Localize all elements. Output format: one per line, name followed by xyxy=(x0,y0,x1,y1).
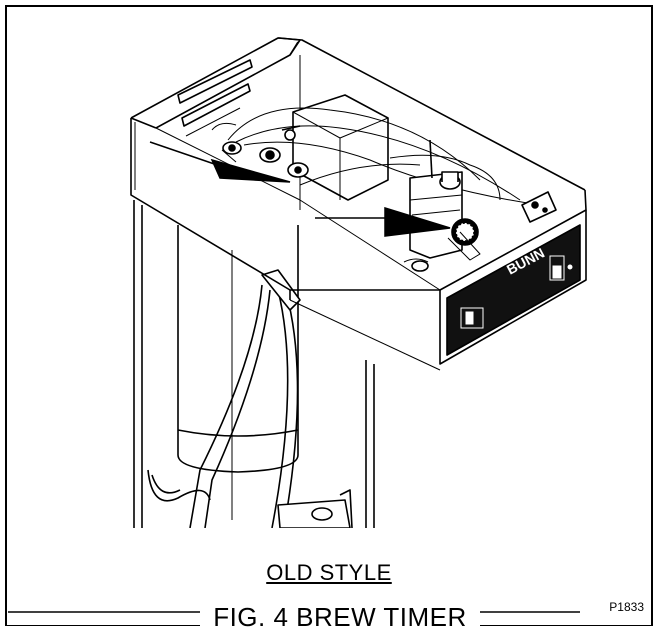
part-code: P1833 xyxy=(609,600,644,614)
style-caption: OLD STYLE xyxy=(266,560,392,585)
page-border xyxy=(5,5,653,626)
figure-caption: FIG. 4 BREW TIMER xyxy=(200,603,480,631)
